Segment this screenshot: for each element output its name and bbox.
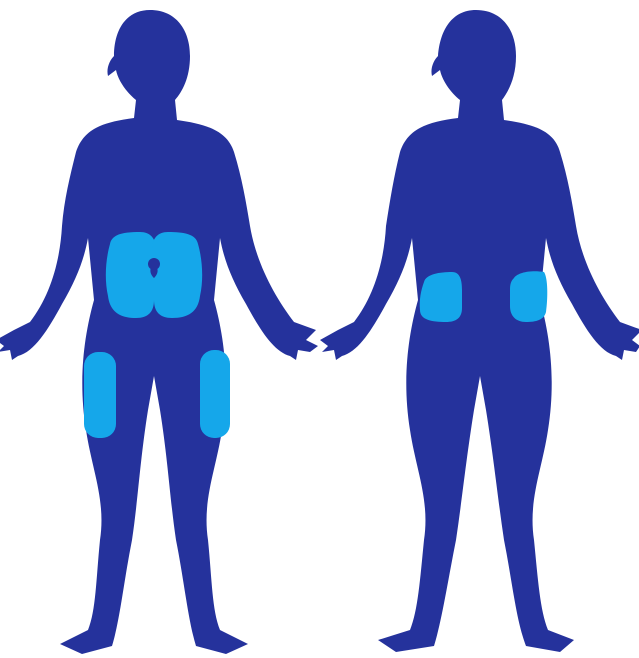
buttock-left-site [420, 272, 462, 322]
buttock-right-site [510, 271, 547, 322]
thigh-left-site [84, 352, 116, 438]
abdomen-left-site [106, 232, 156, 318]
front-figure [0, 10, 318, 654]
abdomen-right-site [152, 232, 202, 318]
navel [148, 258, 160, 270]
back-figure [320, 10, 639, 652]
back-silhouette [320, 10, 639, 652]
front-silhouette [0, 10, 318, 654]
thigh-right-site [200, 350, 230, 438]
